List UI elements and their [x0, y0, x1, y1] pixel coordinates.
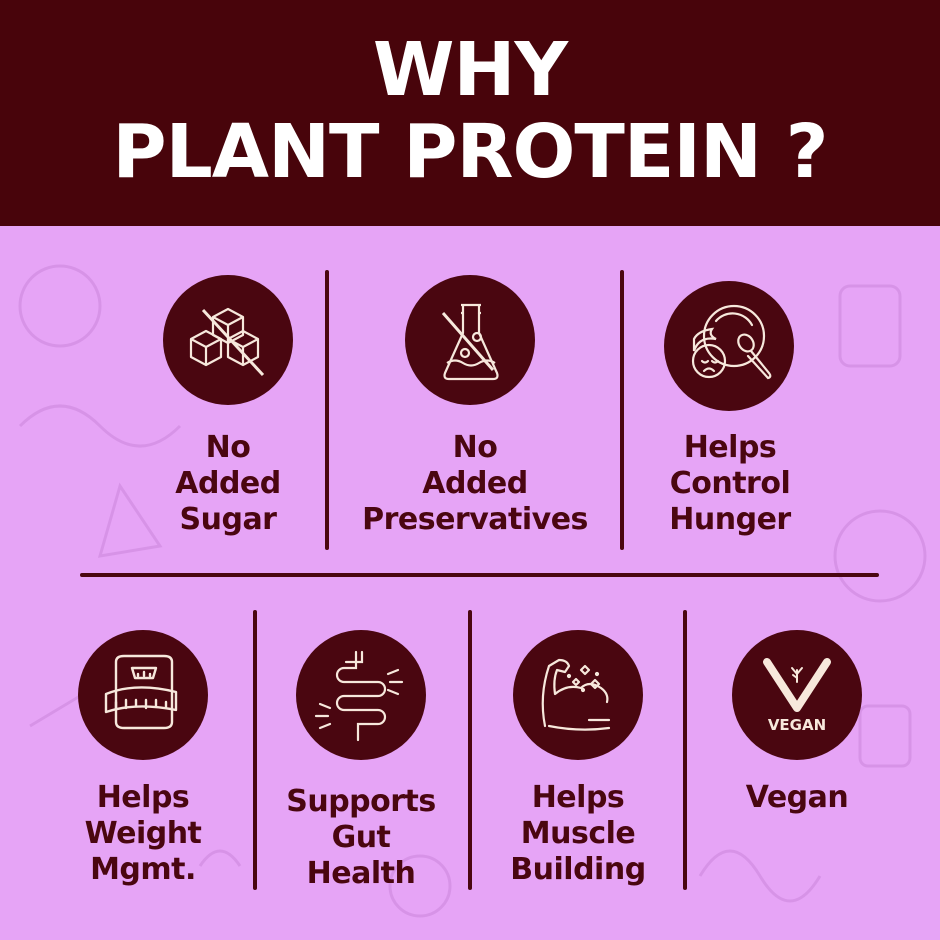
divider-vertical-top-1 [325, 270, 329, 550]
vegan-badge-text: VEGAN [767, 716, 827, 734]
label-line: Supports [286, 784, 436, 819]
label-line: Helps [683, 430, 777, 465]
label-line: Control [669, 466, 791, 501]
background-doodle-pattern [18, 264, 927, 918]
label-line: No [452, 430, 498, 465]
benefit-label-muscle: Helps Muscle Building [478, 780, 678, 888]
benefit-label-hunger: Helps Control Hunger [630, 430, 830, 538]
label-line: Gut [331, 820, 391, 855]
label-line: Weight [84, 816, 202, 851]
divider-horizontal [80, 573, 879, 577]
label-line: Added [175, 466, 281, 501]
label-line: Added [422, 466, 528, 501]
benefit-label-gut: Supports Gut Health [261, 784, 461, 892]
benefit-label-weight: Helps Weight Mgmt. [43, 780, 243, 888]
divider-vertical-bottom-2 [468, 610, 472, 890]
muscle-arm-icon [541, 658, 611, 731]
header-banner: WHY PLANT PROTEIN ? [0, 0, 940, 226]
benefit-label-preservatives: No Added Preservatives [340, 430, 610, 538]
no-preservatives-flask-icon [441, 303, 499, 381]
divider-vertical-top-2 [620, 270, 624, 550]
label-line: Muscle [520, 816, 636, 851]
vegan-v-icon [763, 658, 831, 712]
label-line: Helps [96, 780, 190, 815]
divider-vertical-bottom-3 [683, 610, 687, 890]
benefit-icon-circle-weight [78, 630, 208, 760]
benefit-icon-circle-sugar [163, 275, 293, 405]
weight-scale-tape-icon [104, 654, 178, 730]
benefit-label-vegan: Vegan [697, 780, 897, 816]
benefit-icon-circle-muscle [513, 630, 643, 760]
benefit-icon-circle-vegan: VEGAN [732, 630, 862, 760]
label-line: Mgmt. [90, 852, 196, 887]
label-line: Sugar [179, 502, 277, 537]
benefit-icon-circle-hunger [664, 281, 794, 411]
divider-vertical-bottom-1 [253, 610, 257, 890]
gut-intestine-icon [314, 650, 404, 742]
hunger-plate-spoon-icon [691, 304, 772, 380]
benefit-icon-circle-gut [296, 630, 426, 760]
label-line: Health [306, 856, 416, 891]
label-line: Vegan [745, 780, 849, 815]
label-line: Building [510, 852, 646, 887]
benefit-icon-circle-preservatives [405, 275, 535, 405]
label-line: No [205, 430, 251, 465]
no-sugar-cubes-icon [189, 307, 265, 377]
title-line-2: PLANT PROTEIN ? [112, 109, 828, 195]
benefit-label-sugar: No Added Sugar [128, 430, 328, 538]
label-line: Hunger [669, 502, 791, 537]
label-line: Preservatives [362, 502, 588, 537]
title-line-1: WHY [372, 27, 568, 113]
label-line: Helps [531, 780, 625, 815]
